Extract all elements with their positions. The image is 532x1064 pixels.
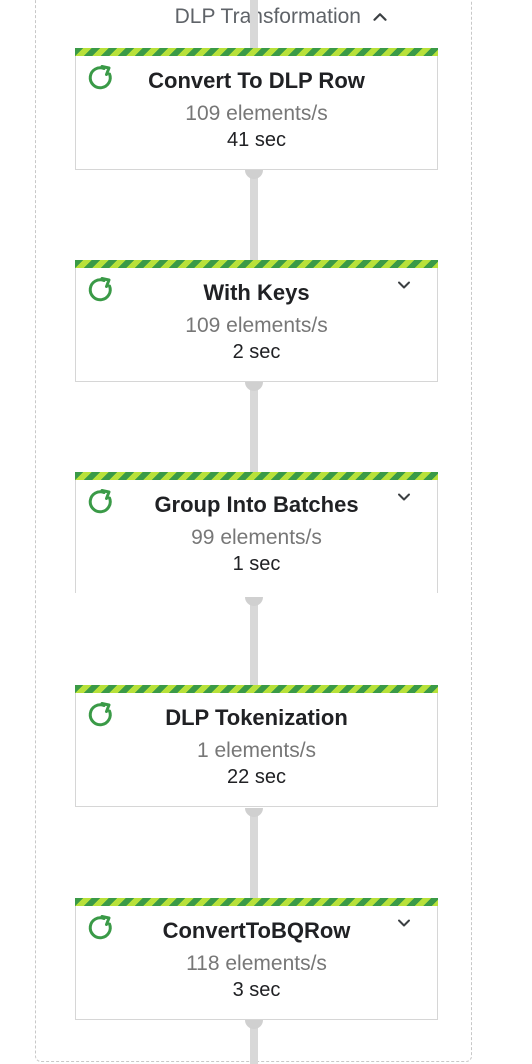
chevron-down-icon[interactable] [395, 914, 413, 932]
step-wall-time: 22 sec [227, 766, 286, 788]
output-port [245, 170, 263, 179]
chevron-up-icon[interactable] [369, 6, 391, 28]
step-name: DLP Tokenization [165, 705, 348, 730]
running-icon [88, 489, 112, 514]
step-card-convert-to-bq-row[interactable]: ConvertToBQRow 118 elements/s 3 sec [75, 898, 438, 1020]
step-name: Group Into Batches [154, 492, 359, 517]
running-icon [88, 65, 112, 90]
step-throughput: 109 elements/s [185, 102, 328, 125]
connector-line [250, 382, 258, 472]
step-name: Convert To DLP Row [148, 68, 365, 93]
step-throughput: 99 elements/s [191, 526, 322, 549]
step-wall-time: 1 sec [232, 553, 281, 575]
output-port [245, 382, 263, 391]
step-wall-time: 41 sec [227, 129, 286, 151]
progress-stripe [75, 472, 438, 480]
step-card-convert-to-dlp-row[interactable]: Convert To DLP Row 109 elements/s 41 sec [75, 48, 438, 170]
connector-line [250, 170, 258, 260]
step-card-group-into-batches[interactable]: Group Into Batches 99 elements/s 1 sec [75, 472, 438, 593]
progress-stripe [75, 898, 438, 906]
step-name: ConvertToBQRow [162, 918, 351, 943]
running-icon [88, 277, 112, 302]
chevron-down-icon[interactable] [395, 276, 413, 294]
step-wall-time: 3 sec [232, 979, 281, 1001]
step-card-dlp-tokenization[interactable]: DLP Tokenization 1 elements/s 22 sec [75, 685, 438, 807]
connector-line [250, 1020, 258, 1064]
connector-line [250, 808, 258, 898]
step-wall-time: 2 sec [232, 341, 281, 363]
progress-stripe [75, 685, 438, 693]
running-icon [88, 915, 112, 940]
connector-line [250, 597, 258, 685]
output-port [245, 597, 263, 606]
step-name: With Keys [203, 280, 310, 305]
connector-line [250, 0, 258, 48]
step-card-with-keys[interactable]: With Keys 109 elements/s 2 sec [75, 260, 438, 382]
chevron-down-icon[interactable] [395, 488, 413, 506]
step-throughput: 118 elements/s [186, 952, 327, 975]
running-icon [88, 702, 112, 727]
group-header[interactable]: DLP Transformation [175, 5, 391, 29]
output-port [245, 808, 263, 817]
step-throughput: 1 elements/s [196, 739, 317, 762]
group-title: DLP Transformation [174, 5, 361, 28]
progress-stripe [75, 260, 438, 268]
output-port [245, 1020, 263, 1029]
progress-stripe [75, 48, 438, 56]
step-throughput: 109 elements/s [185, 314, 328, 337]
